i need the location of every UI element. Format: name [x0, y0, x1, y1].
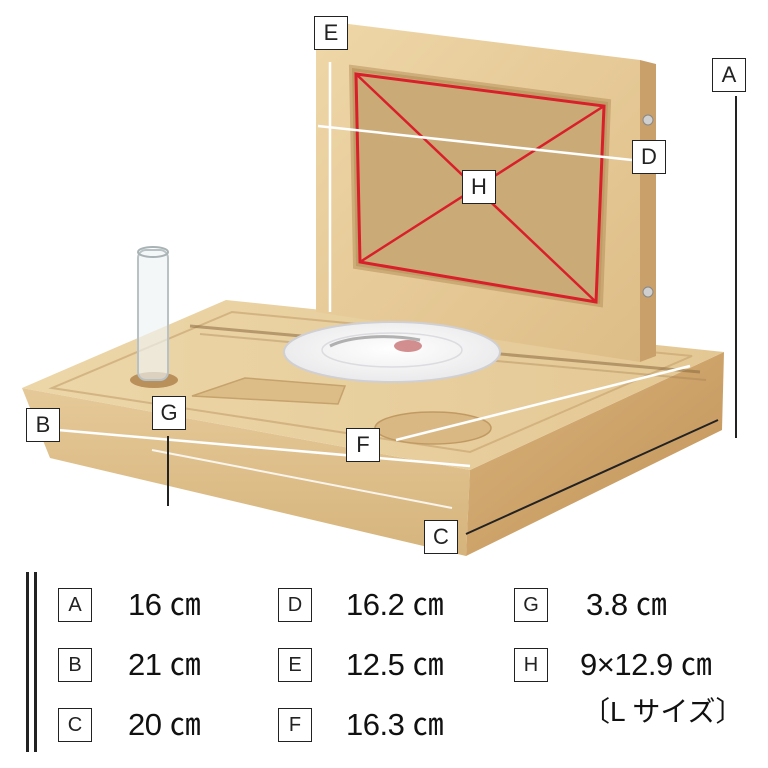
legend-value-g: 3.8 ㎝ [586, 587, 667, 622]
legend-rule [26, 572, 29, 752]
marker-e: E [314, 16, 348, 50]
legend-value-c: 20 ㎝ [128, 707, 201, 742]
marker-a: A [712, 58, 746, 92]
legend-key-h: H [514, 648, 548, 682]
marker-d: D [632, 140, 666, 174]
base-front-face [22, 388, 470, 556]
leader-c [465, 419, 719, 535]
legend-key-e: E [278, 648, 312, 682]
legend-value-f: 16.3 ㎝ [346, 707, 443, 742]
hinge-screw [642, 114, 654, 126]
marker-g: G [152, 396, 186, 430]
legend-key-f: F [278, 708, 312, 742]
marker-c: C [424, 520, 458, 554]
marker-h: H [462, 170, 496, 204]
glass-vase [137, 249, 169, 381]
measure-line-f [395, 364, 691, 442]
legend-value-b: 21 ㎝ [128, 647, 201, 682]
measure-line-b [57, 428, 471, 468]
legend-key-g: G [514, 588, 548, 622]
plate [283, 321, 501, 383]
legend-value-e: 12.5 ㎝ [346, 647, 443, 682]
legend-key-c: C [58, 708, 92, 742]
marker-b: B [26, 408, 60, 442]
marker-f: F [346, 428, 380, 462]
legend-value-a: 16 ㎝ [128, 587, 201, 622]
legend-value-h: 9×12.9 ㎝ [580, 647, 712, 682]
legend-value-d: 16.2 ㎝ [346, 587, 443, 622]
legend-note-h: 〔L サイズ〕 [582, 696, 744, 727]
legend-key-d: D [278, 588, 312, 622]
frame-side-edge [640, 60, 656, 362]
left-hollow [191, 377, 347, 405]
right-hollow [374, 411, 492, 445]
measure-line-a-top [317, 124, 633, 162]
legend-key-a: A [58, 588, 92, 622]
hinge-screw [642, 286, 654, 298]
measure-line-b2 [151, 449, 453, 509]
legend-rule [34, 572, 37, 752]
legend-key-b: B [58, 648, 92, 682]
